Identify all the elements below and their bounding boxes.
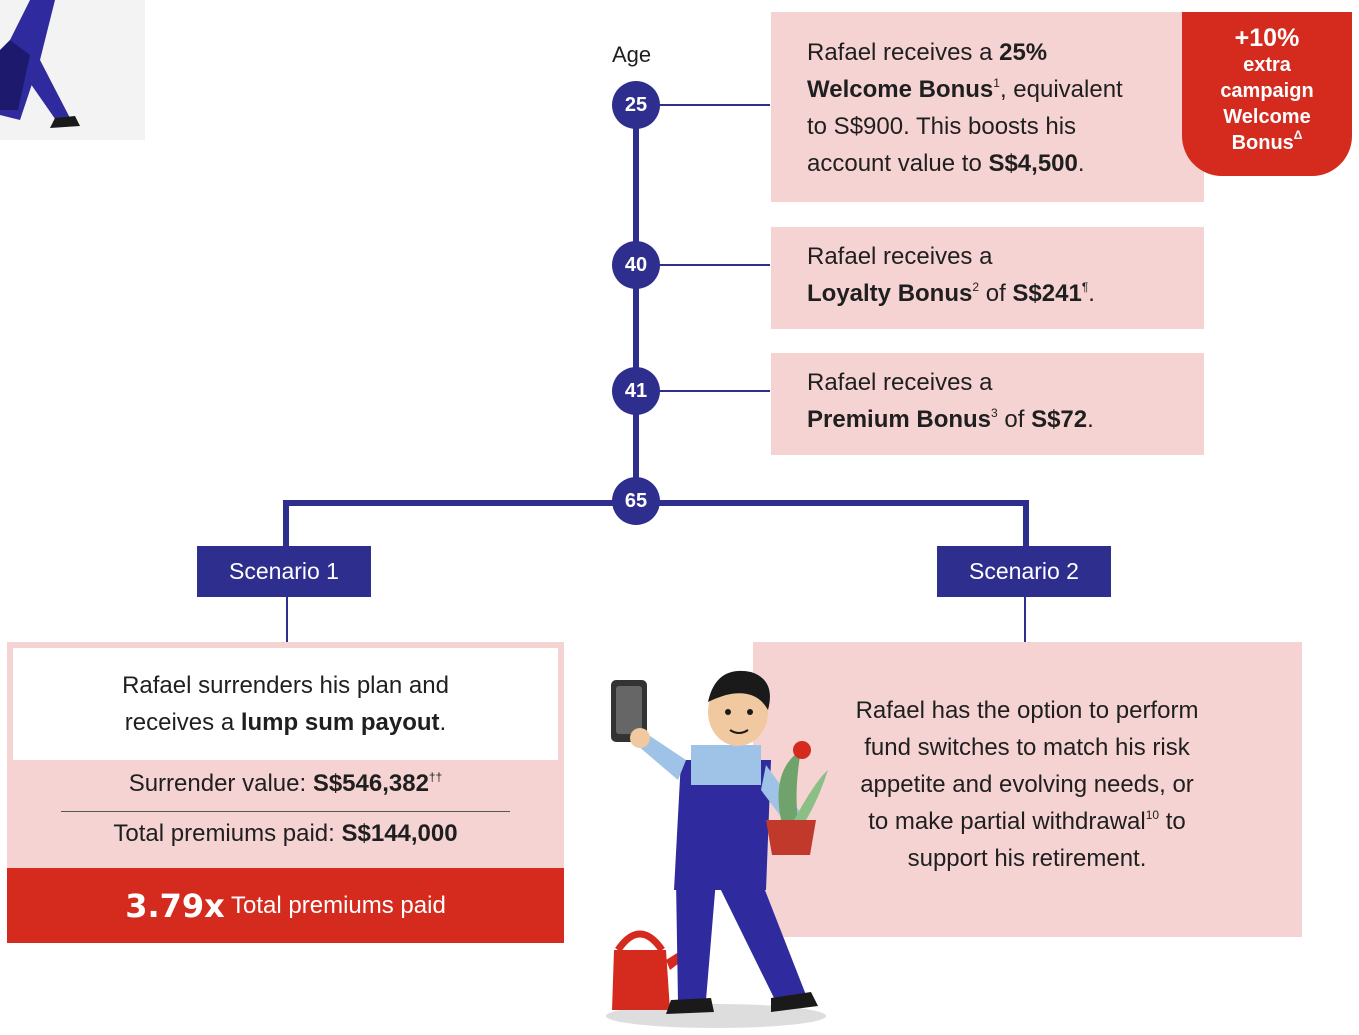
scenario-2-card	[753, 642, 1302, 937]
premium-multiple-value: 3.79x	[125, 886, 225, 925]
gardener-selfie-illustration	[566, 650, 856, 1030]
scenario-2-connector	[1024, 597, 1026, 642]
scenario-2-description: Rafael has the option to perform fund sw…	[855, 697, 1199, 872]
timeline-vertical-line	[633, 105, 639, 500]
welcome-bonus-text: Rafael receives a 25% Welcome Bonus1, eq…	[807, 39, 1123, 177]
walking-person-illustration	[0, 0, 145, 140]
welcome-bonus-box	[771, 12, 1204, 202]
premium-multiple-banner: 3.79x Total premiums paid	[7, 868, 564, 943]
age-node-65: 65	[612, 477, 660, 525]
branch-right-line	[1023, 500, 1029, 548]
scenario-1-description-panel	[13, 648, 558, 760]
scenario-2-label: Scenario 2	[937, 546, 1111, 597]
premium-bonus-text: Rafael receives a Premium Bonus3 of S$72…	[807, 369, 1094, 433]
divider	[61, 811, 510, 812]
scenario-1-description: Rafael surrenders his plan and receives …	[122, 672, 449, 736]
age-node-25: 25	[612, 81, 660, 129]
total-premiums-paid: Total premiums paid: S$144,000	[113, 820, 458, 847]
surrender-value: Surrender value: S$546,382††	[128, 770, 443, 797]
age-label: Age	[612, 42, 652, 67]
premium-multiple-label: Total premiums paid	[224, 891, 446, 919]
age-node-41: 41	[612, 367, 660, 415]
age-node-40: 40	[612, 241, 660, 289]
connector-41	[636, 390, 770, 392]
premium-bonus-box	[771, 353, 1204, 455]
loyalty-bonus-text: Rafael receives a Loyalty Bonus2 of S$24…	[807, 243, 1095, 307]
loyalty-bonus-box	[771, 227, 1204, 329]
campaign-bonus-badge: +10% extra campaign Welcome BonusΔ	[1182, 12, 1352, 176]
scenario-1-label: Scenario 1	[197, 546, 371, 597]
connector-40	[636, 264, 770, 266]
scenario-1-connector	[286, 597, 288, 642]
connector-25	[636, 104, 770, 106]
branch-left-line	[283, 500, 289, 548]
